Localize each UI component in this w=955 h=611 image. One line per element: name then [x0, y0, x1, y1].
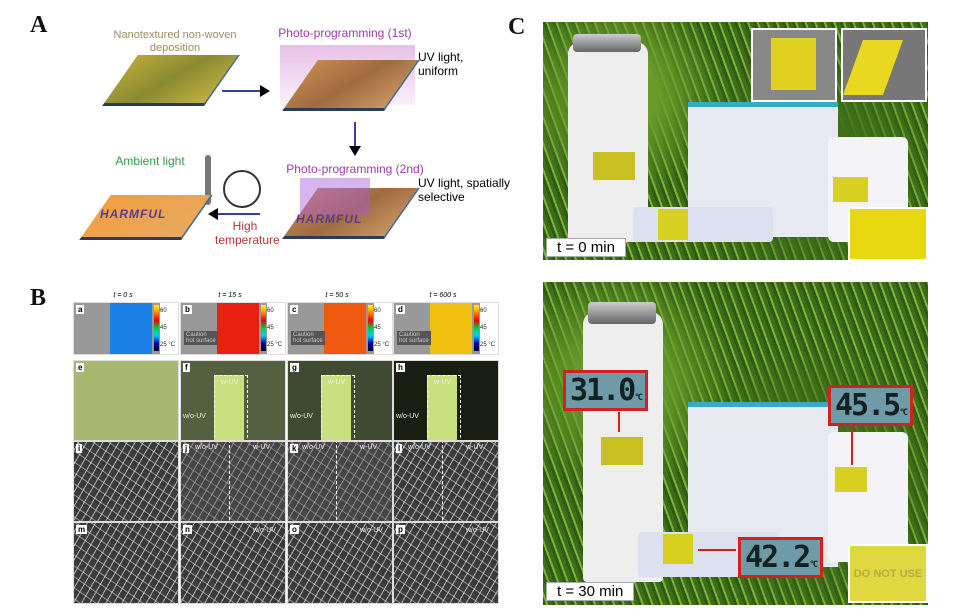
subpanel-letter: o: [290, 525, 299, 534]
arrow-left-icon: [218, 213, 260, 215]
photo-t30: 31.0°C 45.5°C 42.2°C DO NOT USE t = 30 m…: [543, 282, 928, 605]
subpanel-letter: i: [76, 444, 83, 453]
subpanel-letter: f: [183, 363, 190, 372]
photo-t0: t = 0 min: [543, 22, 928, 261]
subpanel-letter: g: [290, 363, 299, 372]
subpanel-letter: b: [183, 305, 192, 314]
panel-c-label: C: [508, 14, 526, 40]
warning-tag: DO NOT USE: [848, 544, 928, 603]
colorbar: [368, 305, 373, 351]
revealed-word: HARMFUL: [100, 207, 167, 221]
indicator-tag: [833, 177, 868, 202]
indicator-tag: [601, 437, 643, 465]
subpanel-letter: m: [76, 525, 88, 534]
colorbar: [474, 305, 479, 351]
arrowhead-icon: [260, 85, 270, 97]
thermometer-reading-tube: 42.2°C: [738, 537, 824, 578]
panel-b-label: B: [30, 285, 47, 311]
bottle-cap: [573, 34, 641, 52]
uv-uniform-label: UV light, uniform: [418, 50, 464, 78]
inset-folded-tag: [841, 28, 927, 102]
colorbar: [154, 305, 159, 351]
time-label: t = 600 s: [429, 292, 457, 299]
tag-closeup: [848, 207, 928, 261]
time-label: t = 0 s: [113, 292, 133, 299]
hidden-word: HARMFUL: [296, 212, 363, 226]
arrowhead-icon: [349, 146, 361, 156]
time-label: t = 50 s: [325, 292, 349, 299]
uv-light-selective: [300, 178, 370, 216]
colorbar: [261, 305, 266, 351]
indicator-tag: [593, 152, 635, 180]
arrow-right-icon: [222, 90, 262, 92]
subpanel-letter: e: [76, 363, 85, 372]
clock-icon: [223, 170, 261, 208]
step2-label: Photo-programming (1st): [278, 26, 412, 40]
arrow-icon: [698, 549, 736, 551]
step3-label: Photo-programming (2nd): [286, 162, 424, 176]
thermometer-reading-blister: 45.5°C: [828, 385, 914, 426]
uv-selective-label: UV light, spatially selective: [418, 176, 511, 204]
subpanel-letter: k: [290, 444, 299, 453]
micrograph-m: m: [73, 522, 179, 604]
subpanel-letter: l: [396, 444, 403, 453]
arrowhead-icon: [208, 208, 218, 220]
subpanel-letter: c: [290, 305, 299, 314]
arrow-icon: [618, 412, 620, 432]
subpanel-letter: n: [183, 525, 192, 534]
micrograph-e: e: [73, 360, 179, 441]
time-label-0: t = 0 min: [546, 238, 626, 257]
thermometer-reading-bottle: 31.0°C: [563, 370, 649, 411]
time-label-30: t = 30 min: [546, 582, 635, 601]
subpanel-letter: p: [396, 525, 405, 534]
subpanel-letter: j: [183, 444, 190, 453]
indicator-tag: [663, 534, 693, 564]
time-label: t = 15 s: [218, 292, 242, 299]
panel-a-label: A: [30, 12, 48, 38]
indicator-tag: [658, 209, 688, 240]
micrograph-i: i: [73, 441, 179, 522]
bottle-cap: [588, 302, 656, 324]
inset-flexible-tag: [751, 28, 837, 102]
subpanel-letter: h: [396, 363, 405, 372]
thermometer-icon: [205, 155, 211, 205]
pill-tube: [633, 207, 773, 242]
high-temperature-label: High temperature: [215, 219, 280, 247]
subpanel-letter: a: [76, 305, 85, 314]
blister-pack: [828, 432, 908, 562]
subpanel-letter: d: [396, 305, 405, 314]
step1-label: Nanotextured non-woven deposition: [113, 29, 237, 54]
arrow-down-icon: [354, 122, 356, 148]
plate-deposition: [102, 55, 240, 106]
arrow-icon: [851, 427, 853, 465]
indicator-tag: [835, 467, 867, 492]
ambient-light-label: Ambient light: [115, 154, 185, 168]
